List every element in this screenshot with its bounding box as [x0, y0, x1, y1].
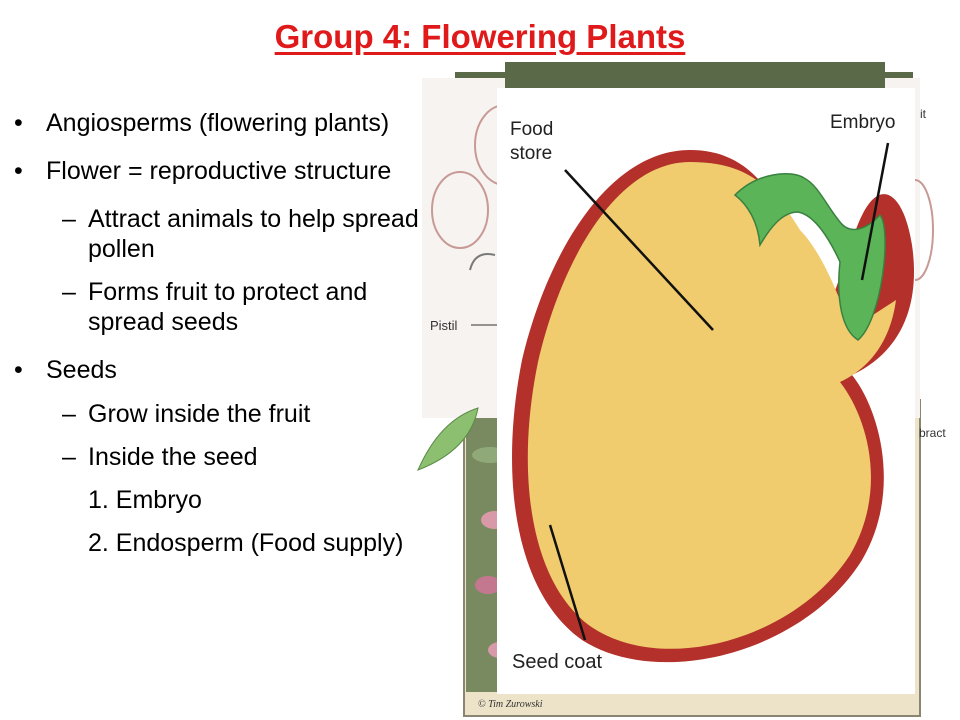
sub-bullet-text: Grow inside the fruit [88, 400, 311, 428]
bullet-text: Flower = reproductive structure [46, 157, 392, 185]
bullet-flower: • Flower = reproductive structure [0, 156, 420, 186]
embryo-label: Embryo [830, 112, 895, 133]
sub-bullet-text: Forms fruit to protect and spread seeds [88, 278, 368, 336]
numbered-item-text: 1. Embryo [88, 486, 202, 514]
bullet-dot-icon: • [14, 157, 23, 185]
dash-icon: – [62, 400, 76, 428]
numbered-item-text: 2. Endosperm (Food supply) [88, 529, 404, 557]
food-store-label-1: Food [510, 119, 553, 140]
embryo-shape [733, 173, 886, 341]
pistil-top-label: it [920, 107, 927, 121]
seed-coat-label: Seed coat [512, 651, 603, 673]
slide-title: Group 4: Flowering Plants [274, 18, 686, 55]
sub-bullet-grow: – Grow inside the fruit [0, 399, 420, 429]
bullet-dot-icon: • [14, 356, 23, 384]
sub-bullet-inside: – Inside the seed [0, 442, 420, 472]
bract-label: bract [919, 426, 946, 440]
bullet-dot-icon: • [14, 109, 23, 137]
dash-icon: – [62, 278, 76, 306]
bullet-angiosperms: • Angiosperms (flowering plants) [0, 108, 420, 138]
dash-icon: – [62, 443, 76, 471]
sub-bullet-text: Attract animals to help spread pollen [88, 205, 419, 263]
sub-bullet-attract: – Attract animals to help spread pollen [0, 204, 420, 264]
numbered-item-endosperm: 2. Endosperm (Food supply) [0, 528, 420, 558]
bullet-text: Seeds [46, 356, 117, 384]
bullet-seeds: • Seeds [0, 355, 420, 385]
dash-icon: – [62, 205, 76, 233]
photo-credit: © Tim Zurowski [478, 699, 543, 710]
sub-bullet-text: Inside the seed [88, 443, 258, 471]
bullet-text: Angiosperms (flowering plants) [46, 109, 390, 137]
food-store-label-2: store [510, 143, 552, 164]
sub-bullet-fruit: – Forms fruit to protect and spread seed… [0, 277, 420, 337]
pistil-label: Pistil [430, 318, 458, 333]
bullet-list: • Angiosperms (flowering plants) • Flowe… [0, 108, 420, 571]
numbered-item-embryo: 1. Embryo [0, 485, 420, 515]
slide-title-wrap: Group 4: Flowering Plants [0, 18, 960, 56]
seed-diagram: Food store Embryo Seed coat [497, 62, 915, 694]
endosperm-shape [527, 162, 896, 649]
